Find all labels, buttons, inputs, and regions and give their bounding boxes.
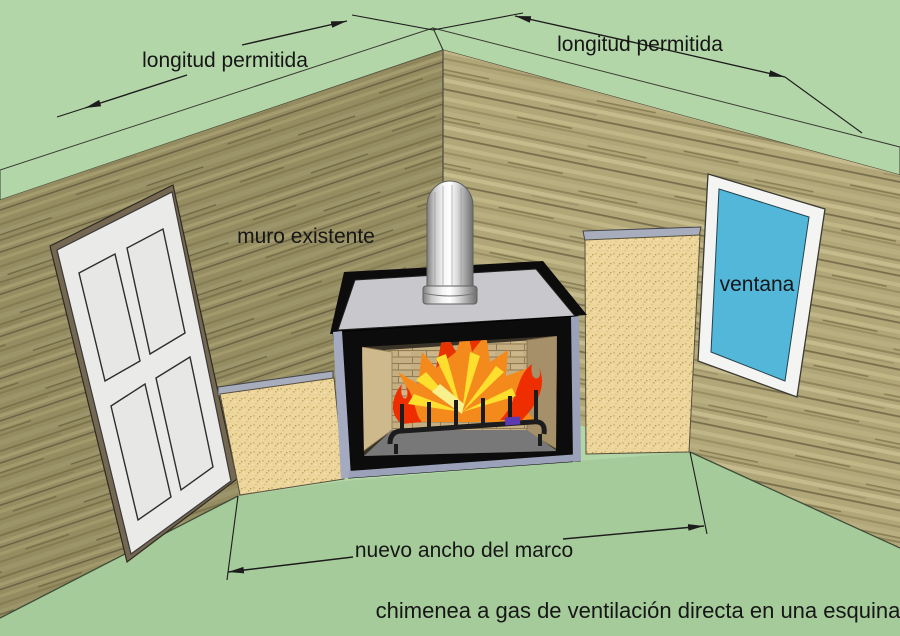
door-panel [155,355,214,492]
label-allowed-length-right: longitud permitida [557,33,723,56]
fireplace [330,261,587,479]
dimension-new-frame-width: nuevo ancho del marco [226,451,708,581]
chimney-pipe [426,180,474,287]
ember-accent [504,416,521,426]
fireplace-left-trim [333,331,351,479]
dimension-extension [351,14,434,31]
window-glass [710,188,810,382]
fireplace-right-trim [571,316,581,462]
dimension-extension [784,76,863,134]
door-panel [126,227,186,356]
chimney-collar-seam [422,292,478,297]
dimension-arrow-left [84,74,188,109]
left-panel-face [219,377,345,496]
door-panel [78,252,141,383]
left-knee-panel [217,370,345,496]
dimension-arrow-right [562,524,705,540]
caption: chimenea a gas de ventilación directa en… [376,598,900,623]
floor-edge-right [689,451,900,549]
dimension-allowed-length-right: longitud permitida [432,12,863,134]
chimney [422,180,478,305]
floor [0,452,900,636]
fireplace-bottom-trim [349,454,580,478]
right-panel-face [584,234,701,455]
dimension-arrow-right [241,20,348,46]
firebox-floor [364,430,557,456]
dimension-arrow-left [227,556,354,574]
window: ventana [697,173,826,398]
door [49,184,238,564]
dimension-arrow-left [514,15,651,47]
label-new-frame-width: nuevo ancho del marco [355,539,573,562]
window-label: ventana [720,273,795,296]
firebox-opening [362,336,557,456]
door-panel [110,382,172,522]
fire-grate [387,390,547,454]
label-existing-wall: muro existente [237,225,375,248]
dimension-arrow-right [649,45,786,78]
dimension-extension [689,451,708,535]
chimney-collar [422,285,478,305]
dimension-overshoot [56,107,86,118]
label-allowed-length-left: longitud permitida [142,49,308,72]
chimney-ribs [434,185,462,285]
dimension-allowed-length-left: longitud permitida [56,14,434,118]
dimension-extension [432,12,524,31]
wall-cap-right [432,27,900,176]
right-tall-panel [582,226,702,455]
dimension-extension [226,495,239,581]
floor-edge-left [0,495,239,619]
